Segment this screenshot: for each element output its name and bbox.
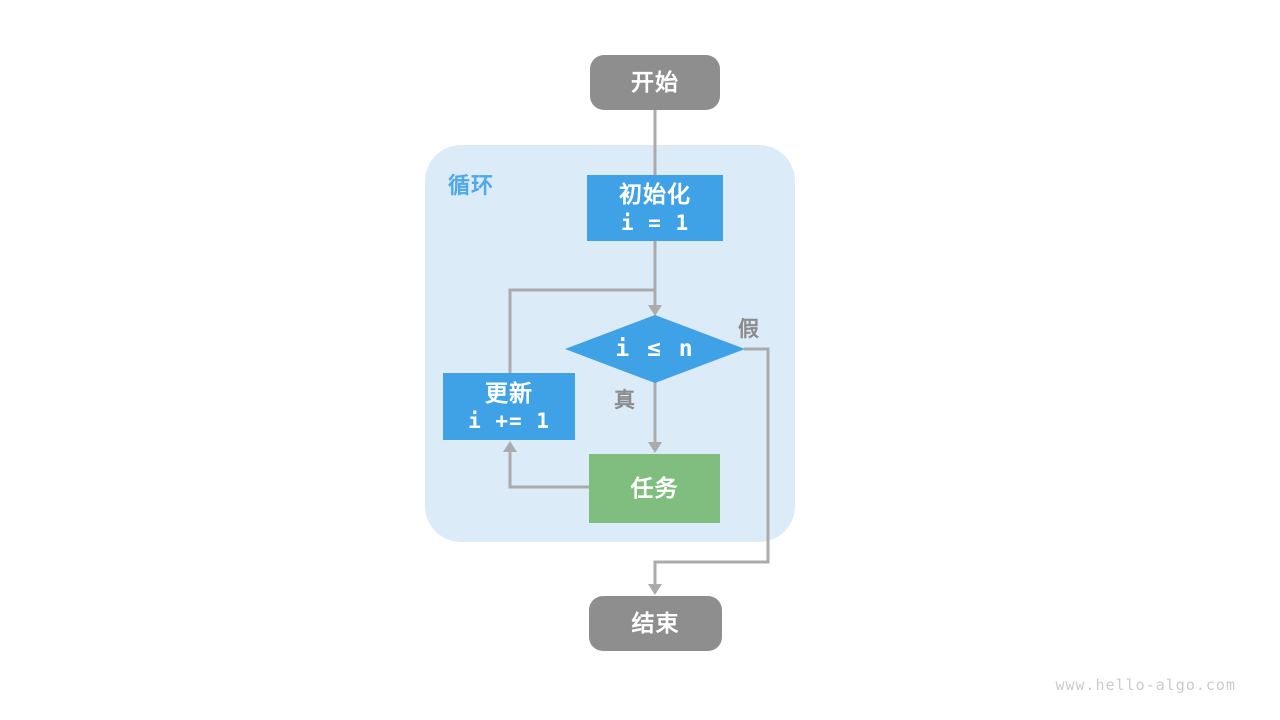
task-node: 任务 [589, 454, 720, 523]
arrowhead-into-task [648, 442, 662, 453]
update-code: i += 1 [468, 409, 550, 434]
end-node: 结束 [589, 596, 722, 651]
update-label: 更新 [485, 379, 533, 406]
condition-label: i ≤ n [615, 336, 695, 362]
true-branch-label: 真 [614, 389, 635, 412]
end-label: 结束 [631, 610, 680, 637]
edge-update-to-condition [508, 288, 655, 374]
edge-condition-to-end [653, 347, 770, 585]
condition-diamond [565, 315, 745, 383]
start-label: 开始 [631, 69, 679, 96]
start-node: 开始 [590, 55, 720, 110]
watermark: www.hello-algo.com [1055, 676, 1236, 694]
task-label: 任务 [630, 475, 679, 502]
false-branch-label: 假 [738, 318, 759, 341]
init-node: 初始化 i = 1 [587, 175, 723, 241]
arrowhead-into-end [648, 584, 662, 595]
arrowhead-into-condition [648, 305, 662, 316]
update-node: 更新 i += 1 [443, 373, 575, 440]
loop-container-label: 循环 [448, 173, 495, 198]
arrowhead-into-update [503, 441, 517, 452]
init-label: 初始化 [619, 181, 691, 207]
init-code: i = 1 [620, 210, 690, 235]
edge-task-to-update [508, 452, 589, 489]
